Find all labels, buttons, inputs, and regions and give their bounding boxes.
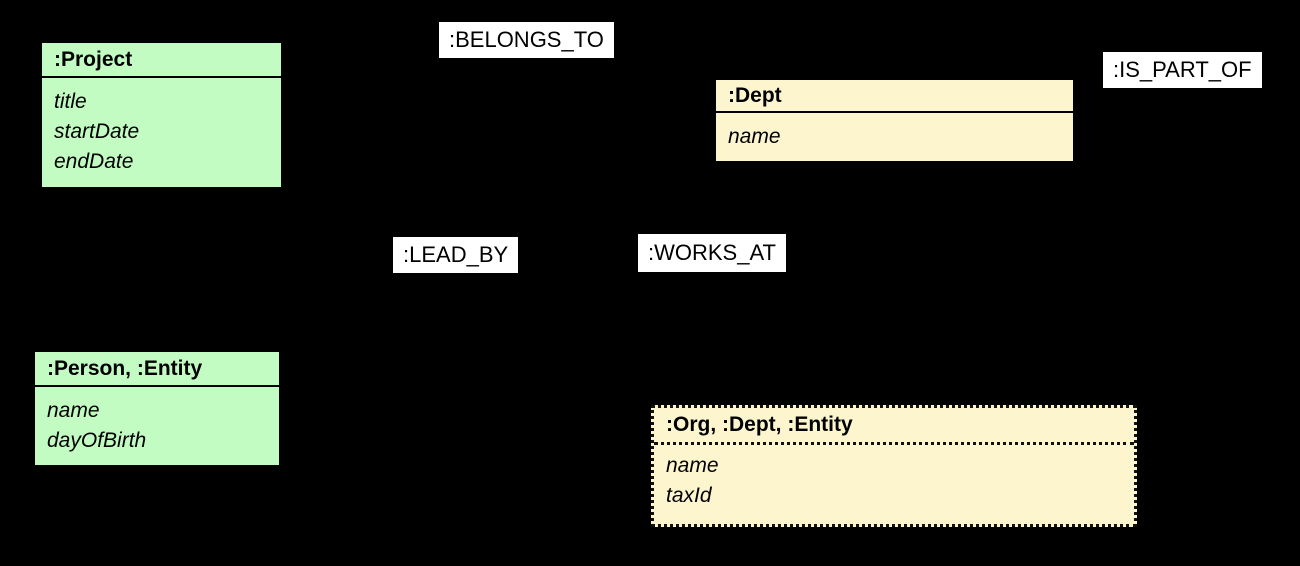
property-row: dayOfBirth <box>47 429 147 452</box>
node-person-entity: :Person, :Entity name dayOfBirth <box>33 350 281 467</box>
relationship-label-works-at: :WORKS_AT <box>638 234 786 272</box>
node-dept-properties: name <box>716 113 1073 152</box>
node-project-label: :Project <box>42 43 281 78</box>
property-row: taxId <box>666 484 712 507</box>
property-row: name <box>47 399 100 422</box>
node-project-properties: title startDate endDate <box>42 78 281 177</box>
property-row: title <box>54 90 87 113</box>
property-row: startDate <box>54 120 140 143</box>
property-row: name <box>666 454 719 477</box>
node-org-dept-entity: :Org, :Dept, :Entity name taxId <box>651 405 1137 527</box>
relationship-label-lead-by: :LEAD_BY <box>393 237 519 273</box>
node-person-entity-properties: name dayOfBirth <box>35 387 279 456</box>
node-project: :Project title startDate endDate <box>40 41 283 189</box>
property-row: endDate <box>54 150 134 173</box>
property-row: name <box>728 125 781 148</box>
node-org-dept-entity-label: :Org, :Dept, :Entity <box>654 408 1134 445</box>
node-dept-label: :Dept <box>716 80 1073 113</box>
node-org-dept-entity-properties: name taxId <box>654 445 1134 511</box>
node-person-entity-label: :Person, :Entity <box>35 352 279 387</box>
node-dept: :Dept name <box>714 78 1075 163</box>
relationship-label-belongs-to: :BELONGS_TO <box>439 22 614 58</box>
relationship-label-is-part-of: :IS_PART_OF <box>1103 52 1262 88</box>
